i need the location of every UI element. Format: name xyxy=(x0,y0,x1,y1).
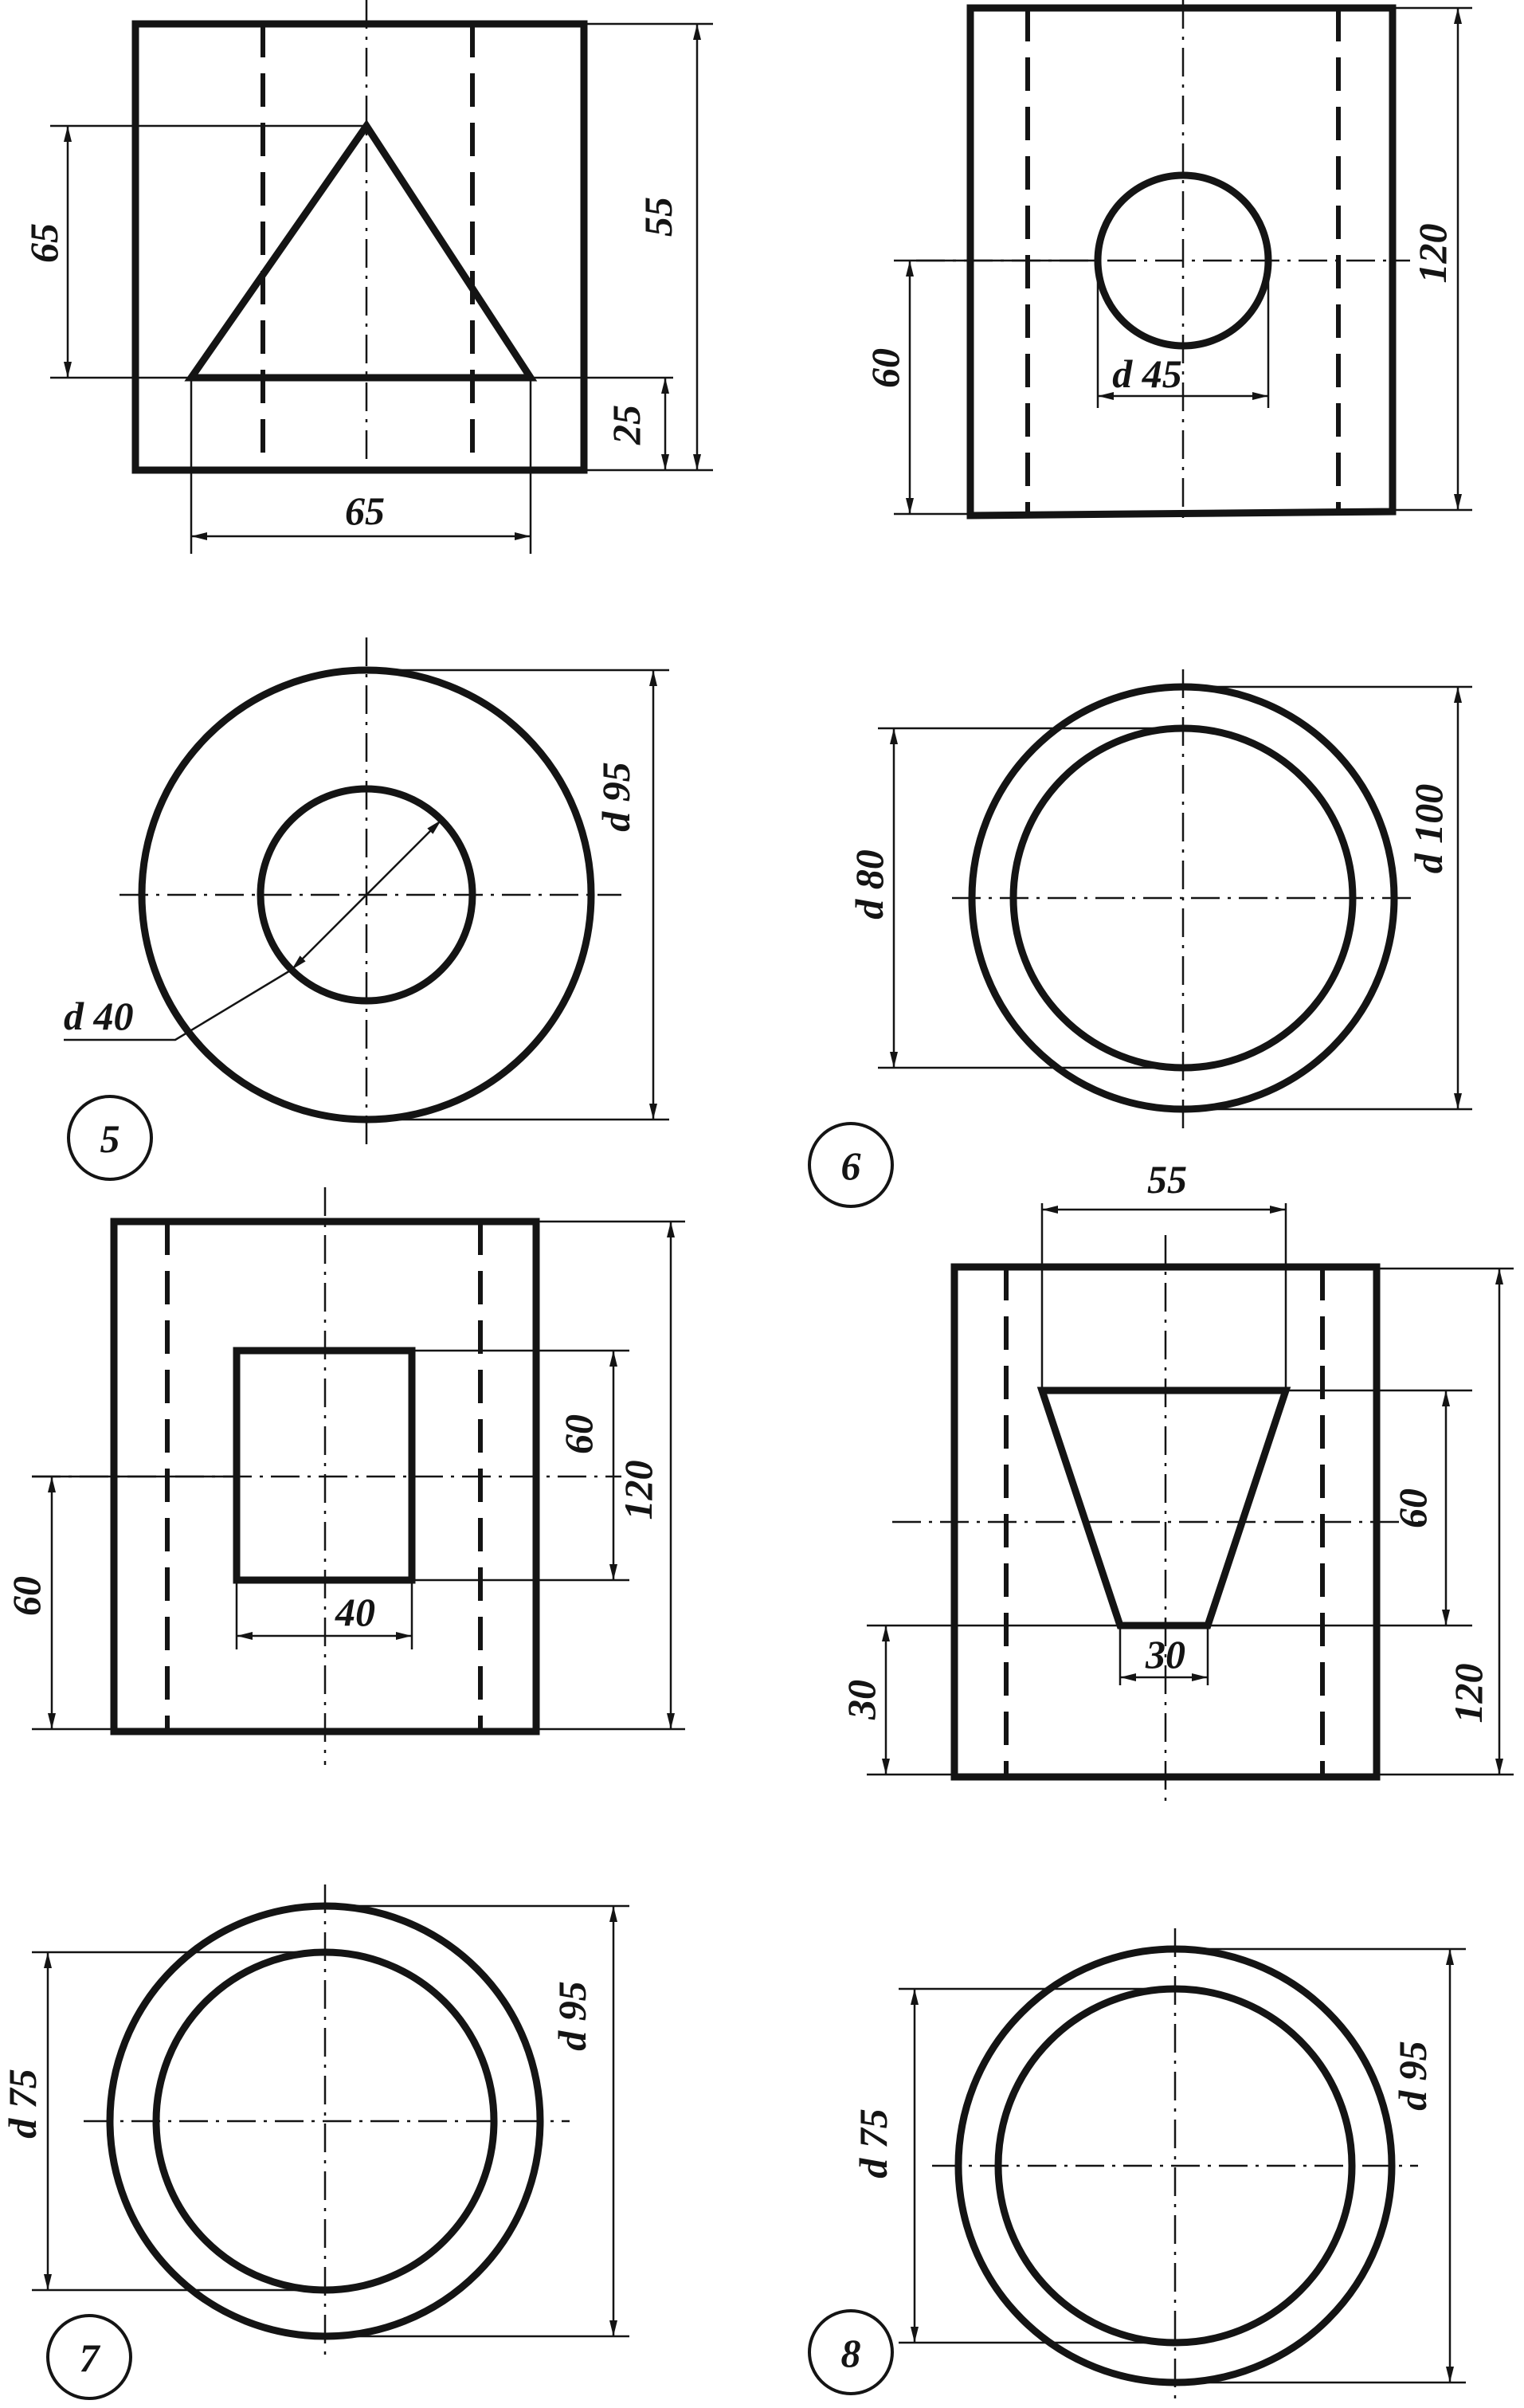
view-rectangular-hole: 60 60 120 40 xyxy=(4,1187,685,1765)
dim-text-60: 60 xyxy=(863,348,907,388)
body-outline xyxy=(131,20,588,474)
dim-text-d95: d 95 xyxy=(1390,2041,1435,2111)
dim-text-55: 55 xyxy=(636,197,680,237)
dim-text-120: 120 xyxy=(616,1461,660,1520)
figure-number-circle xyxy=(67,1095,153,1181)
view-triangle-cutout: 65 55 25 65 xyxy=(22,0,713,554)
view-figure-8: d 75 d 95 8 xyxy=(808,1928,1466,2402)
dim-text-40: 40 xyxy=(335,1590,375,1634)
rectangular-hole xyxy=(233,1347,416,1584)
view-figure-7: d 75 d 95 7 xyxy=(0,1884,629,2400)
leader-line-d40 xyxy=(64,968,292,1041)
dim-text-d95: d 95 xyxy=(594,762,638,832)
figure-number-7: 7 xyxy=(80,2335,101,2380)
dim-text-55: 55 xyxy=(1147,1157,1187,1202)
dim-text-d100: d 100 xyxy=(1406,784,1451,874)
dim-text-120: 120 xyxy=(1446,1664,1491,1724)
view-figure-5: d 40 d 95 5 xyxy=(64,637,669,1181)
dim-text-60-hole: 60 xyxy=(556,1414,601,1454)
dim-text-30-bottom: 30 xyxy=(1145,1632,1185,1677)
dim-text-25: 25 xyxy=(604,405,648,445)
dim-text-d75: d 75 xyxy=(0,2069,45,2139)
view-circular-hole: 60 d 45 120 xyxy=(863,0,1472,520)
view-trapezoid-cutout: 55 60 120 30 30 xyxy=(839,1157,1514,1809)
dim-text-60-left: 60 xyxy=(4,1576,49,1616)
figure-number-8: 8 xyxy=(841,2331,861,2375)
figure-number-6: 6 xyxy=(841,1143,861,1188)
figure-number-circle xyxy=(808,2309,894,2395)
body-outline xyxy=(966,4,1397,520)
figure-number-5: 5 xyxy=(100,1116,120,1161)
dim-text-60: 60 xyxy=(1390,1488,1435,1528)
dim-text-d80: d 80 xyxy=(847,849,891,920)
dim-text-30-left: 30 xyxy=(839,1680,883,1720)
view-figure-6: d 80 d 100 6 xyxy=(808,669,1472,1208)
dim-text-65-height: 65 xyxy=(22,223,66,263)
dim-text-d45: d 45 xyxy=(1112,351,1182,396)
dim-text-65-width: 65 xyxy=(345,488,385,533)
figure-number-circle xyxy=(46,2314,132,2400)
triangle-cutout xyxy=(184,119,538,382)
trapezoid-cutout xyxy=(1036,1386,1291,1630)
dim-text-d75: d 75 xyxy=(851,2108,895,2179)
figure-number-circle xyxy=(808,1122,894,1208)
dim-text-d40: d 40 xyxy=(64,994,134,1038)
dim-text-120: 120 xyxy=(1410,224,1455,284)
dimension-line-d40 xyxy=(291,819,442,971)
dim-text-d95: d 95 xyxy=(550,1981,594,2051)
